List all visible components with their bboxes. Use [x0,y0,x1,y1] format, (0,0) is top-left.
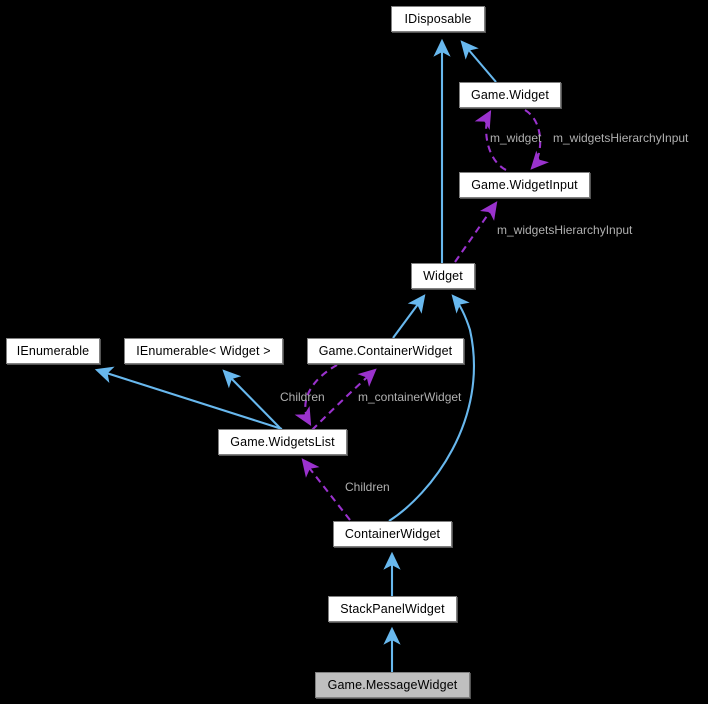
class-node-containerwidget[interactable]: ContainerWidget [333,521,452,547]
edge-label-m-widgetshierarchyinput: m_widgetsHierarchyInput [497,223,633,237]
edge-gamecontainerwidget-to-widget [392,294,426,339]
class-node-ienumerable[interactable]: IEnumerable [6,338,100,364]
class-node-widget[interactable]: Widget [411,263,475,289]
class-node-label: Widget [423,268,463,283]
edge-widgetslist-to-ienumerable-widget [222,369,282,430]
class-node-label: Game.WidgetsList [230,434,335,449]
class-node-label: StackPanelWidget [340,601,445,616]
class-node-label: Game.Widget [470,87,550,102]
edge-label-m-containerwidget: m_containerWidget [358,390,462,404]
class-node-game-widgetinput[interactable]: Game.WidgetInput [459,172,590,198]
edge-containerwidget-to-widget [388,294,475,522]
class-node-label: Game.ContainerWidget [318,343,453,358]
class-node-label: Game.MessageWidget [327,677,458,692]
class-node-label: IEnumerable [16,343,90,358]
edge-label-m-widget: m_widget [490,131,542,145]
class-node-game-widgetslist[interactable]: Game.WidgetsList [218,429,347,455]
edge-widgetslist-to-ienumerable [94,366,283,431]
class-node-game-messagewidget[interactable]: Game.MessageWidget [315,672,470,698]
class-node-game-widget[interactable]: Game.Widget [459,82,561,108]
class-node-stackpanelwidget[interactable]: StackPanelWidget [328,596,457,622]
class-node-label: ContainerWidget [344,526,441,541]
edge-widget-to-gamewidgetinput [454,201,498,263]
class-node-idisposable[interactable]: IDisposable [391,6,485,32]
edge-label-children-widgetslist: Children [280,390,325,404]
class-node-label: IEnumerable< Widget > [136,343,271,358]
class-node-ienumerable-widget[interactable]: IEnumerable< Widget > [124,338,283,364]
class-node-label: Game.WidgetInput [471,177,578,192]
edge-label-children-containerwidget: Children [345,480,390,494]
class-node-label: IDisposable [404,11,472,26]
edge-label-m-widgetshierarchyinput-loop: m_widgetsHierarchyInput [553,131,689,145]
edge-children-containerwidget-to-widgetslist [301,458,351,521]
class-node-game-containerwidget[interactable]: Game.ContainerWidget [307,338,464,364]
edge-gamewidget-to-idisposable [460,40,497,83]
